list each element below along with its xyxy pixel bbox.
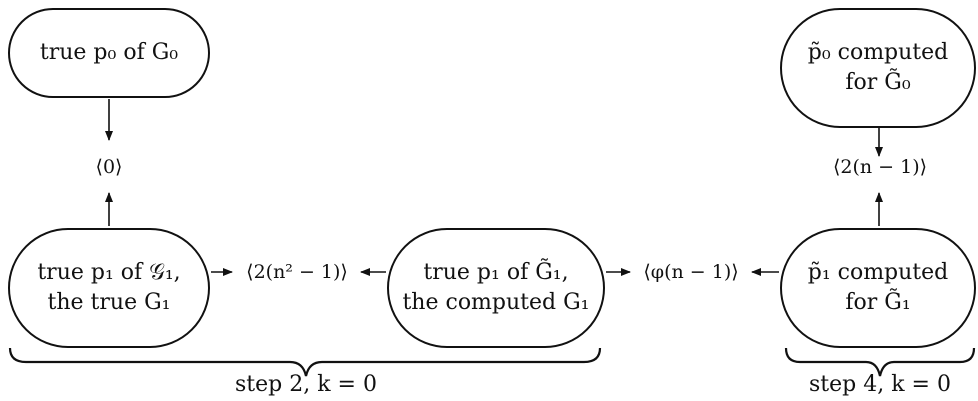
node-ptilde1-line2: for G̃₁ (845, 290, 911, 315)
brace-step4 (784, 347, 976, 377)
label-zero: ⟨0⟩ (95, 156, 123, 178)
brace-step2 (8, 347, 602, 377)
node-ptilde1-line1: p̃₁ computed (807, 260, 949, 285)
node-ptilde0-line2: for G̃₀ (845, 70, 911, 95)
node-computed-g1-line2: the computed G₁ (402, 290, 590, 315)
node-computed-g1-line1: true p₁ of G̃₁, (423, 260, 569, 285)
caption-step4: step 4, k = 0 (809, 372, 951, 397)
node-ptilde0: p̃₀ computed for G̃₀ (780, 8, 976, 128)
node-true-p1-line2: the true G₁ (47, 290, 171, 315)
label-two-n-minus-1: ⟨2(n − 1)⟩ (832, 156, 928, 178)
node-true-p0-line1: true p₀ of G₀ (39, 40, 179, 65)
node-computed-g1: true p₁ of G̃₁, the computed G₁ (387, 228, 605, 348)
node-true-p1-line1: true p₁ of 𝒢₁, (37, 260, 181, 285)
label-two-n2-minus-1: ⟨2(n² − 1)⟩ (246, 261, 348, 283)
node-true-p1: true p₁ of 𝒢₁, the true G₁ (8, 228, 210, 348)
node-ptilde1: p̃₁ computed for G̃₁ (780, 228, 976, 348)
caption-step2: step 2, k = 0 (235, 372, 377, 397)
node-ptilde0-line1: p̃₀ computed (807, 40, 949, 65)
node-true-p0: true p₀ of G₀ (8, 8, 210, 98)
label-phi-n-minus-1: ⟨φ(n − 1)⟩ (643, 261, 739, 283)
